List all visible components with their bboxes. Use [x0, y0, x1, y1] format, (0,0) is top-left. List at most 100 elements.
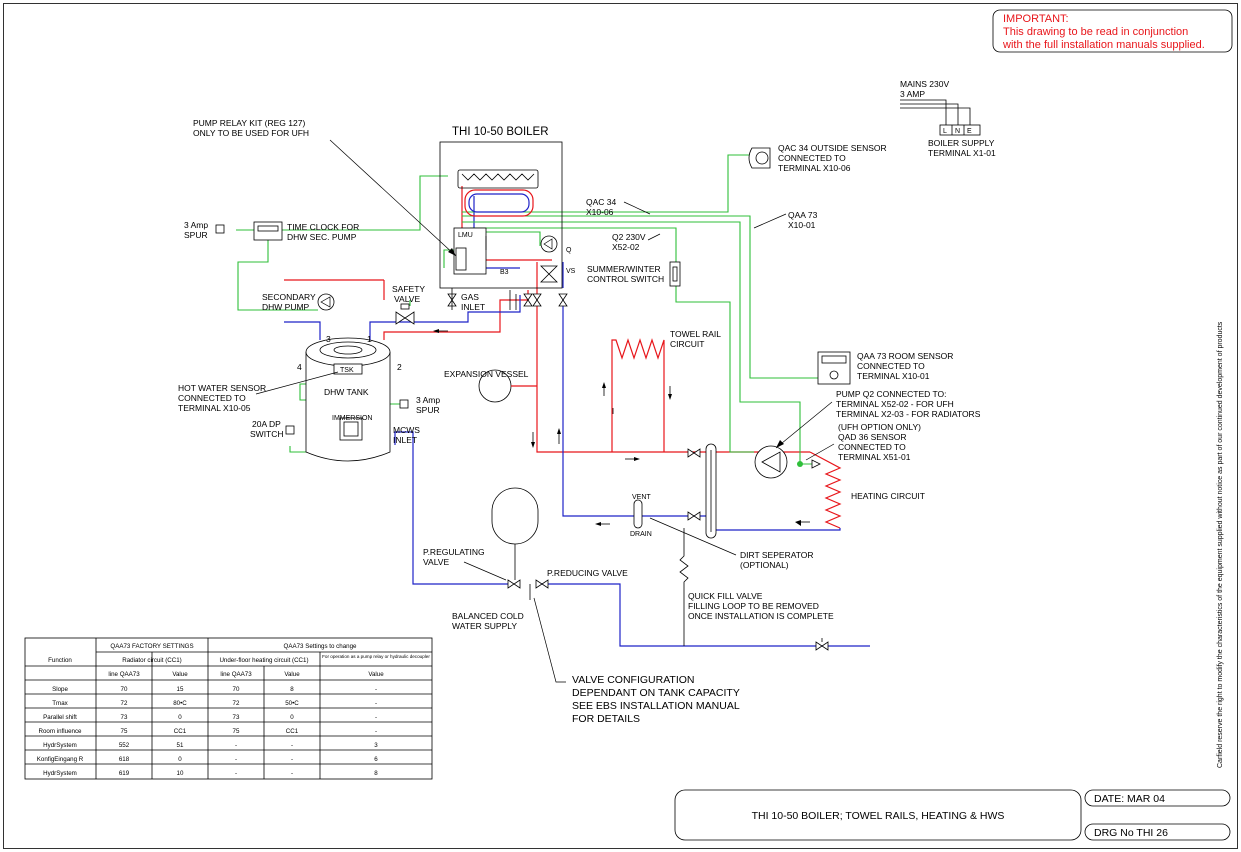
table-header-value-3: Value — [368, 671, 384, 678]
towel-rail-label-2: CIRCUIT — [670, 339, 704, 349]
balanced-cold-label-1: BALANCED COLD — [452, 611, 524, 621]
tsk-label: TSK — [340, 367, 354, 374]
secondary-pump-label-2: DHW PUMP — [262, 302, 310, 312]
table-cell: 70 — [233, 686, 240, 693]
dhw-tank — [305, 337, 391, 462]
table-cell: 552 — [119, 742, 130, 749]
quick-fill-label-3: ONCE INSTALLATION IS COMPLETE — [688, 611, 834, 621]
mcws-label-1: MCWS — [393, 425, 420, 435]
gas-inlet-label-1: GAS — [461, 292, 479, 302]
table-cell: 619 — [119, 770, 130, 777]
safety-valve-label-2: VALVE — [394, 294, 420, 304]
pump-relay-label-2: ONLY TO BE USED FOR UFH — [193, 128, 309, 138]
table-row-function: Tmax — [52, 700, 68, 707]
mcws-label-2: INLET — [393, 435, 417, 445]
drawing-border — [3, 3, 1238, 849]
mains-supply: MAINS 230V 3 AMP L N E BOILER SUPPLY TER… — [900, 79, 996, 158]
qac34-wire-label-1: QAC 34 — [586, 197, 617, 207]
table-cell: 70 — [121, 686, 128, 693]
boiler-pump-icon — [540, 235, 558, 253]
balanced-cold-label-2: WATER SUPPLY — [452, 621, 517, 631]
drawing-title: THI 10-50 BOILER; TOWEL RAILS, HEATING &… — [752, 810, 1005, 822]
dp-switch-icon — [285, 425, 295, 435]
spur-b-label-1: 3 Amp — [416, 395, 440, 405]
table-header-line-2: line QAA73 — [220, 671, 252, 678]
time-clock-label-2: DHW SEC. PUMP — [287, 232, 357, 242]
table-cell: - — [375, 714, 377, 721]
table-cell: - — [235, 770, 237, 777]
expansion-vessel-label: EXPANSION VESSEL — [444, 369, 529, 379]
dirt-separator-icon — [633, 499, 643, 529]
valve-config-line-1: VALVE CONFIGURATION — [572, 674, 695, 686]
table-cell: 72 — [121, 700, 128, 707]
table-row-function: HydrSystem — [43, 742, 77, 749]
pipework — [284, 186, 870, 647]
table-row-function: Parallel shift — [43, 714, 77, 721]
qaa73-wire-label-2: X10-01 — [788, 220, 816, 230]
outside-sensor-icon — [748, 147, 771, 169]
table-cell: 51 — [177, 742, 184, 749]
gas-inlet-label-2: INLET — [461, 302, 485, 312]
table-cell: - — [235, 742, 237, 749]
pump-q2-label-3: TERMINAL X2-03 - FOR RADIATORS — [836, 409, 981, 419]
hw-sensor-label-3: TERMINAL X10-05 — [178, 403, 251, 413]
tank-port-3: 3 — [326, 334, 331, 344]
side-note: Carfield reserve the right to modify the… — [1217, 321, 1224, 768]
check-valve-icon — [811, 459, 821, 469]
table-cell: 50•C — [285, 700, 299, 707]
safety-valve-label-1: SAFETY — [392, 284, 425, 294]
safety-valve-icon — [395, 311, 406, 325]
table-cell: 80•C — [173, 700, 187, 707]
vent-label: VENT — [632, 494, 651, 501]
wiring — [236, 154, 820, 467]
table-cell: 10 — [177, 770, 184, 777]
spur-a-icon — [215, 224, 225, 234]
room-sensor-label-2: CONNECTED TO — [857, 361, 925, 371]
table-cell: 618 — [119, 756, 130, 763]
spur-a-label-1: 3 Amp — [184, 220, 208, 230]
filling-loop-icon — [679, 528, 689, 646]
table-cell: 0 — [178, 714, 182, 721]
pump-q-label: Q — [566, 247, 572, 254]
table-cell: - — [235, 756, 237, 763]
mains-amp: 3 AMP — [900, 89, 925, 99]
diverter-valve-icon — [540, 265, 558, 275]
qad36-label-1: QAD 36 SENSOR — [838, 432, 907, 442]
table-cell: 75 — [121, 728, 128, 735]
notice-line-2: with the full installation manuals suppl… — [1002, 39, 1205, 51]
tank-port-4: 4 — [297, 362, 302, 372]
hw-sensor-label-2: CONNECTED TO — [178, 393, 246, 403]
room-sensor-icon — [817, 351, 851, 385]
qaa73-wire-label-1: QAA 73 — [788, 210, 818, 220]
table-row-function: Slope — [52, 686, 68, 693]
towel-rail-label-1: TOWEL RAIL — [670, 329, 721, 339]
table-header-value-2: Value — [284, 671, 300, 678]
table-cell: 75 — [233, 728, 240, 735]
p-regulating-valve-icon — [507, 579, 515, 589]
table-cell: 73 — [121, 714, 128, 721]
quick-fill-label-1: QUICK FILL VALVE — [688, 591, 763, 601]
qad36-label-3: TERMINAL X51-01 — [838, 452, 911, 462]
dhw-tank-label: DHW TANK — [324, 387, 369, 397]
terminal-n: N — [955, 128, 960, 135]
drawing-number: DRG No THI 26 — [1094, 827, 1168, 839]
table-group-factory: QAA73 FACTORY SETTINGS — [110, 643, 193, 650]
vs-label: VS — [566, 268, 576, 275]
b3-label: B3 — [500, 269, 509, 276]
table-cell: 8 — [290, 686, 294, 693]
mains-voltage: MAINS 230V — [900, 79, 949, 89]
q2-wire-label-2: X52-02 — [612, 242, 640, 252]
secondary-pump-label-1: SECONDARY — [262, 292, 316, 302]
boiler-supply-label: BOILER SUPPLY — [928, 138, 995, 148]
p-reducing-valve-icon — [535, 579, 543, 589]
lmu-label: LMU — [458, 232, 473, 239]
summer-winter-label-2: CONTROL SWITCH — [587, 274, 664, 284]
table-header-underfloor: Under-floor heating circuit (CC1) — [219, 657, 308, 664]
qac34-wire-label-2: X10-06 — [586, 207, 614, 217]
valve-config-line-2: DEPENDANT ON TANK CAPACITY — [572, 687, 740, 699]
q2-wire-label-1: Q2 230V — [612, 232, 646, 242]
service-valves — [447, 288, 568, 310]
valve-config-line-3: SEE EBS INSTALLATION MANUAL — [572, 700, 740, 712]
